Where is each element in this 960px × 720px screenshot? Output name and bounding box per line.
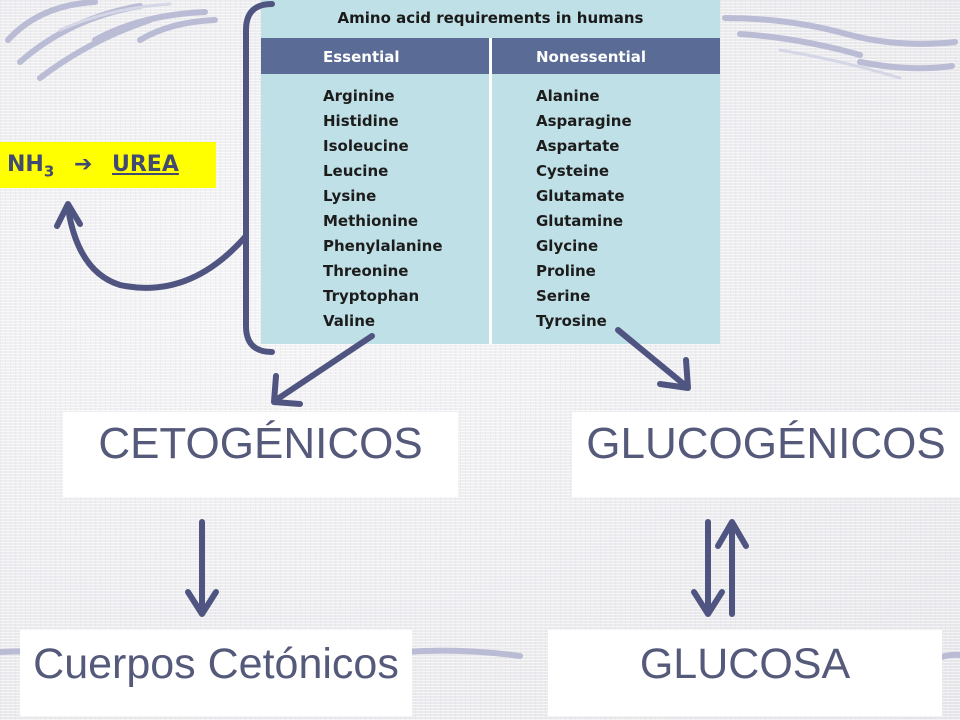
nonessential-item: Serine: [536, 287, 591, 305]
swirl-stroke: [737, 31, 863, 58]
essential-item: Phenylalanine: [323, 237, 443, 255]
essential-list: Arginine Histidine Isoleucine Leucine Ly…: [323, 85, 443, 335]
nonessential-item: Aspartate: [536, 137, 620, 155]
essential-item: Histidine: [323, 112, 399, 130]
column-divider: [489, 38, 492, 344]
nonessential-column-header: Nonessential: [492, 38, 720, 74]
nh3-formula: NH3: [7, 142, 54, 194]
glucose-label: GLUCOSA: [639, 640, 851, 688]
essential-item: Valine: [323, 312, 376, 330]
essential-item: Leucine: [323, 162, 389, 180]
nonessential-item: Glycine: [536, 237, 599, 255]
glucogenic-box: GLUCOGÉNICOS: [572, 412, 960, 497]
nonessential-item: Asparagine: [536, 112, 632, 130]
essential-item: Threonine: [323, 262, 409, 280]
nonessential-item: Alanine: [536, 87, 600, 105]
amino-acid-table: Amino acid requirements in humans Essent…: [261, 0, 720, 344]
swirl-stroke: [722, 15, 958, 47]
nonessential-item: Glutamine: [536, 212, 624, 230]
nonessential-item: Cysteine: [536, 162, 610, 180]
swirl-stroke: [58, 2, 172, 32]
glucose-box: GLUCOSA: [548, 630, 942, 716]
swirl-stroke: [92, 9, 208, 43]
essential-column-header: Essential: [261, 38, 489, 74]
ketogenic-label: CETOGÉNICOS: [98, 419, 423, 468]
swirl-stroke: [5, 0, 98, 43]
swirl-stroke: [402, 647, 523, 659]
right-arrow-icon: ➔: [74, 152, 93, 177]
essential-item: Tryptophan: [323, 287, 420, 305]
glucogenic-label: GLUCOGÉNICOS: [586, 419, 946, 468]
swirl-stroke: [778, 48, 902, 80]
ketone-bodies-label: Cuerpos Cetónicos: [33, 640, 399, 688]
nh3-subscript: 3: [43, 162, 55, 181]
ketogenic-box: CETOGÉNICOS: [63, 412, 458, 497]
nonessential-list: Alanine Asparagine Aspartate Cysteine Gl…: [536, 85, 632, 335]
nonessential-item: Tyrosine: [536, 312, 607, 330]
urea-label: UREA: [112, 152, 179, 177]
nh-text: NH: [7, 152, 44, 177]
essential-item: Arginine: [323, 87, 395, 105]
nonessential-item: Glutamate: [536, 187, 625, 205]
essential-item: Isoleucine: [323, 137, 409, 155]
essential-item: Methionine: [323, 212, 419, 230]
ketone-bodies-box: Cuerpos Cetónicos: [20, 630, 412, 716]
nonessential-item: Proline: [536, 262, 596, 280]
essential-item: Lysine: [323, 187, 377, 205]
table-title: Amino acid requirements in humans: [337, 9, 644, 27]
swirl-stroke: [857, 59, 955, 72]
swirl-stroke: [137, 17, 218, 43]
swirl-stroke: [37, 17, 153, 81]
nh3-urea-tag: NH3 ➔ UREA: [0, 142, 216, 188]
